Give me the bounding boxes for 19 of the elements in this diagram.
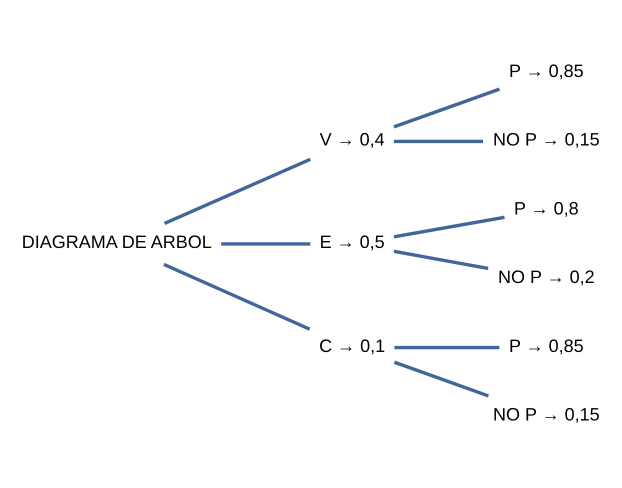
node-text: V → 0,4: [320, 129, 385, 150]
connector: [394, 360, 490, 397]
node-text: NO P → 0,2: [498, 266, 595, 287]
connector: [221, 242, 310, 246]
connector: [394, 249, 488, 270]
connector: [163, 262, 310, 330]
connector: [394, 215, 505, 238]
node-text: P → 0,85: [508, 60, 584, 81]
node-text: NO P → 0,15: [492, 404, 600, 424]
connector: [394, 139, 483, 143]
connector: [394, 345, 500, 349]
node-text: C → 0,1: [319, 335, 386, 356]
node-text: DIAGRAMA DE ARBOL: [22, 232, 212, 252]
node-text: P → 0,85: [508, 335, 584, 356]
node-text: E → 0,5: [320, 232, 385, 252]
node-text: NO P → 0,15: [492, 129, 600, 150]
connector: [164, 157, 311, 224]
connector: [393, 87, 500, 128]
node-text: P → 0,8: [514, 198, 579, 218]
